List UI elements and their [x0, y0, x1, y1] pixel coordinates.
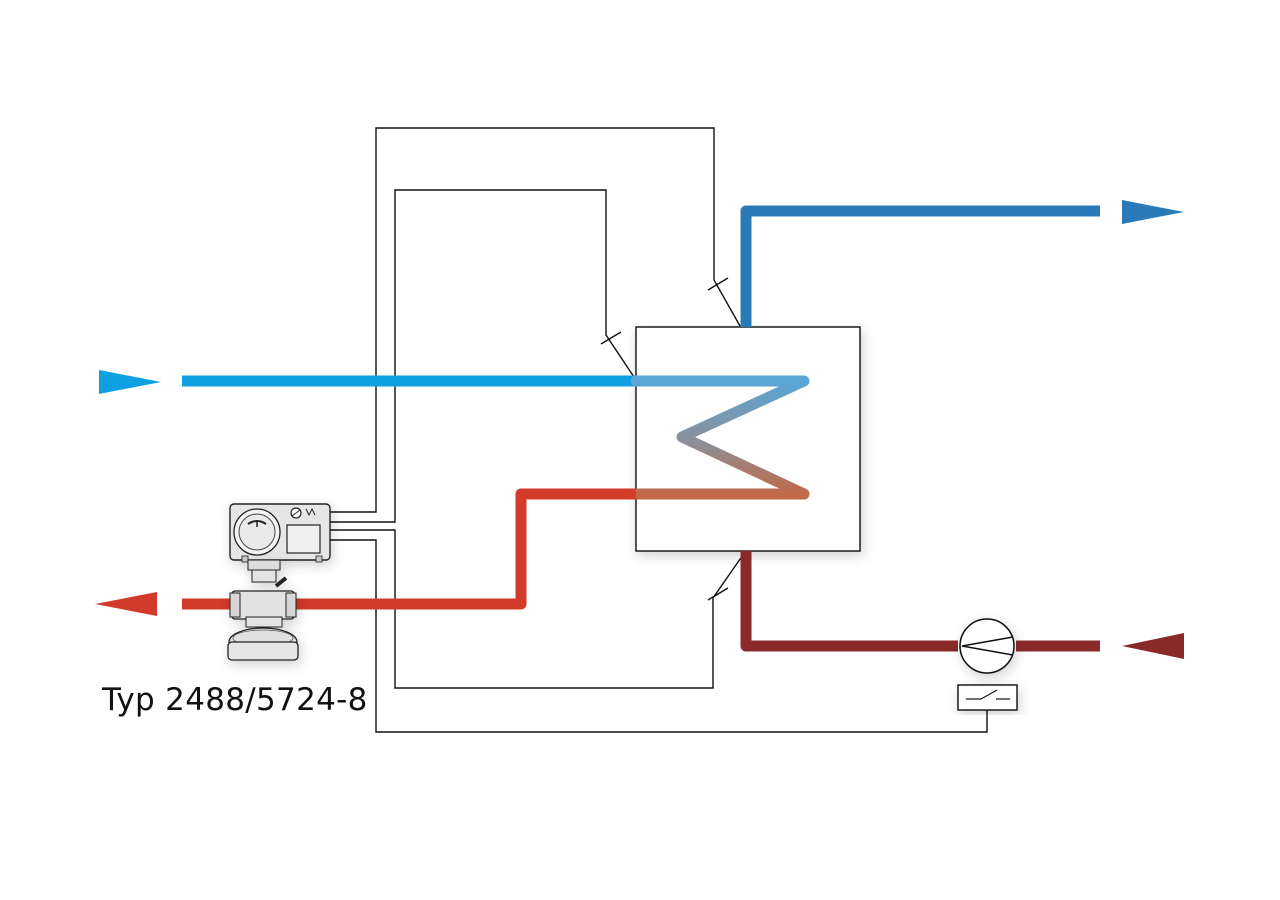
hot-return-line: [95, 488, 636, 616]
warm-outlet-line: [740, 200, 1184, 327]
heat-exchanger: [635, 326, 861, 552]
heat-exchanger-coil: [630, 375, 810, 500]
valve-icon: [227, 559, 299, 661]
arrow-left-icon: [95, 592, 157, 616]
actuator-icon: [229, 503, 331, 563]
control-wiring: [330, 127, 988, 733]
pump-icon: [959, 618, 1015, 674]
cold-supply-line: [99, 370, 640, 394]
arrow-left-icon: [1122, 633, 1184, 659]
arrow-right-icon: [99, 370, 161, 394]
arrow-right-icon: [1122, 200, 1184, 224]
hot-inlet-line: [740, 551, 1184, 659]
device-caption: Typ 2488/5724-8: [102, 682, 368, 718]
pressure-switch-icon: [957, 684, 1018, 711]
